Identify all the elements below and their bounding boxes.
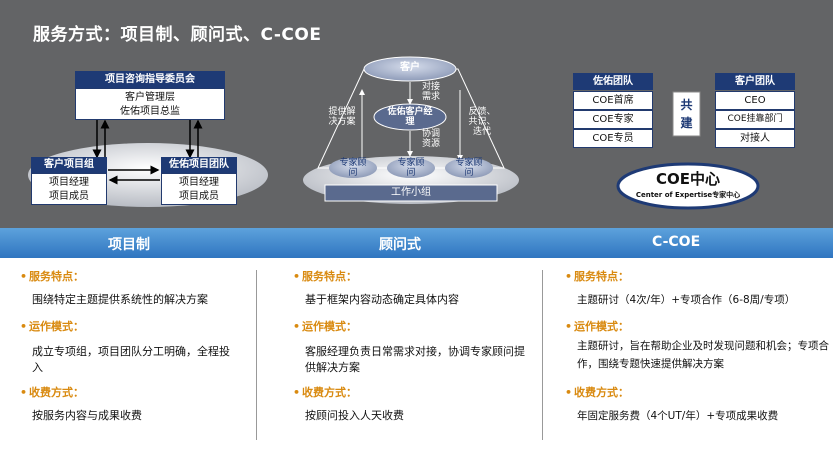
col3-label-3: •收费方式： <box>565 386 629 399</box>
column-title-coe: C-COE <box>652 234 701 250</box>
col2-text-2: 客服经理负责日常需求对接，协调专家顾问提供解决方案 <box>305 345 525 374</box>
expert-ellipse-1 <box>329 158 377 178</box>
coe-left-item-2: COE专家 <box>573 110 653 129</box>
expert-label-3: 专家顾问 <box>455 158 483 178</box>
column-title-band: 项目制 顾问式 C-COE <box>0 228 833 258</box>
column-divider-1 <box>256 270 257 440</box>
committee-header: 项目咨询指导委员会 <box>75 71 225 88</box>
group-label: 工作小组 <box>391 187 431 198</box>
coe-right-header: 客户团队 <box>715 73 795 90</box>
expert-label-1: 专家顾问 <box>339 158 367 178</box>
client-member-2: 项目成员 <box>49 191 89 202</box>
coe-right-item-1: CEO <box>715 91 795 110</box>
col3-text-2: 主题研讨，旨在帮助企业及时发现问题和机会；专项合作，围绕专题快速提供解决方案 <box>577 340 829 370</box>
column-title-project: 项目制 <box>108 237 150 253</box>
co-build-label: 共建 <box>680 98 693 130</box>
col3-text-3: 年固定服务费（4个UT/年）+专项成果收费 <box>577 410 779 422</box>
coe-ellipse <box>616 162 760 210</box>
committee-box: 客户管理层 佐佑项目总监 <box>75 88 225 120</box>
column-title-consult: 顾问式 <box>379 237 421 253</box>
col1-text-3: 按服务内容与成果收费 <box>32 409 142 422</box>
manager-label: 佐佑客户经理 <box>387 107 433 127</box>
right-note: 反馈、共识、迭代 <box>468 107 496 137</box>
col2-text-1: 基于框架内容动态确定具体内容 <box>305 293 459 306</box>
page-title: 服务方式：项目制、顾问式、C-COE <box>33 25 322 45</box>
client-team-box: 项目经理 项目成员 <box>31 173 107 205</box>
col1-label-3: •收费方式： <box>20 386 84 399</box>
group-bar <box>324 184 498 202</box>
committee-member-2: 佐佑项目总监 <box>120 106 180 117</box>
coe-left-item-3: COE专员 <box>573 129 653 148</box>
col2-label-2: •运作模式： <box>293 320 357 333</box>
expert-label-2: 专家顾问 <box>397 158 425 178</box>
column-divider-2 <box>542 270 543 440</box>
expert-ellipse-2 <box>387 158 435 178</box>
committee-member-1: 客户管理层 <box>125 92 175 103</box>
expert-ellipse-3 <box>445 158 493 178</box>
col2-text-3: 按顾问投入人天收费 <box>305 409 404 422</box>
left-note: 提供解决方案 <box>328 107 356 127</box>
zuoyou-member-1: 项目经理 <box>179 177 219 188</box>
coe-center-title: COE中心 <box>655 170 720 188</box>
col3-label-2: •运作模式： <box>565 320 629 333</box>
col1-text-2: 成立专项组，项目团队分工明确，全程投入 <box>32 345 230 374</box>
zuoyou-team-header: 佐佑项目团队 <box>161 157 237 173</box>
zuoyou-member-2: 项目成员 <box>179 191 219 202</box>
coe-left-item-1: COE首席 <box>573 91 653 110</box>
top-right-note: 对接需求 <box>421 82 440 102</box>
col3-label-1: •服务特点： <box>565 270 629 283</box>
coe-center-subtitle: Center of Expertise专家中心 <box>635 191 741 199</box>
mid-right-note: 协调资源 <box>421 129 440 149</box>
col2-label-3: •收费方式： <box>293 386 357 399</box>
col2-label-1: •服务特点： <box>293 270 357 283</box>
coe-right-item-2: COE挂靠部门 <box>715 110 795 129</box>
client-team-header: 客户项目组 <box>31 157 107 173</box>
client-ellipse <box>363 56 457 82</box>
col3-text-1: 主题研讨（4次/年）+专项合作（6-8周/专项） <box>577 294 796 306</box>
coe-right-item-3: 对接人 <box>715 129 795 148</box>
client-member-1: 项目经理 <box>49 177 89 188</box>
col1-label-2: •运作模式： <box>20 320 84 333</box>
coe-left-header: 佐佑团队 <box>573 73 653 90</box>
co-build-box <box>672 91 701 137</box>
zuoyou-team-box: 项目经理 项目成员 <box>161 173 237 205</box>
col1-text-1: 围绕特定主题提供系统性的解决方案 <box>32 293 208 306</box>
col1-label-1: •服务特点： <box>20 270 84 283</box>
client-label: 客户 <box>400 62 420 73</box>
